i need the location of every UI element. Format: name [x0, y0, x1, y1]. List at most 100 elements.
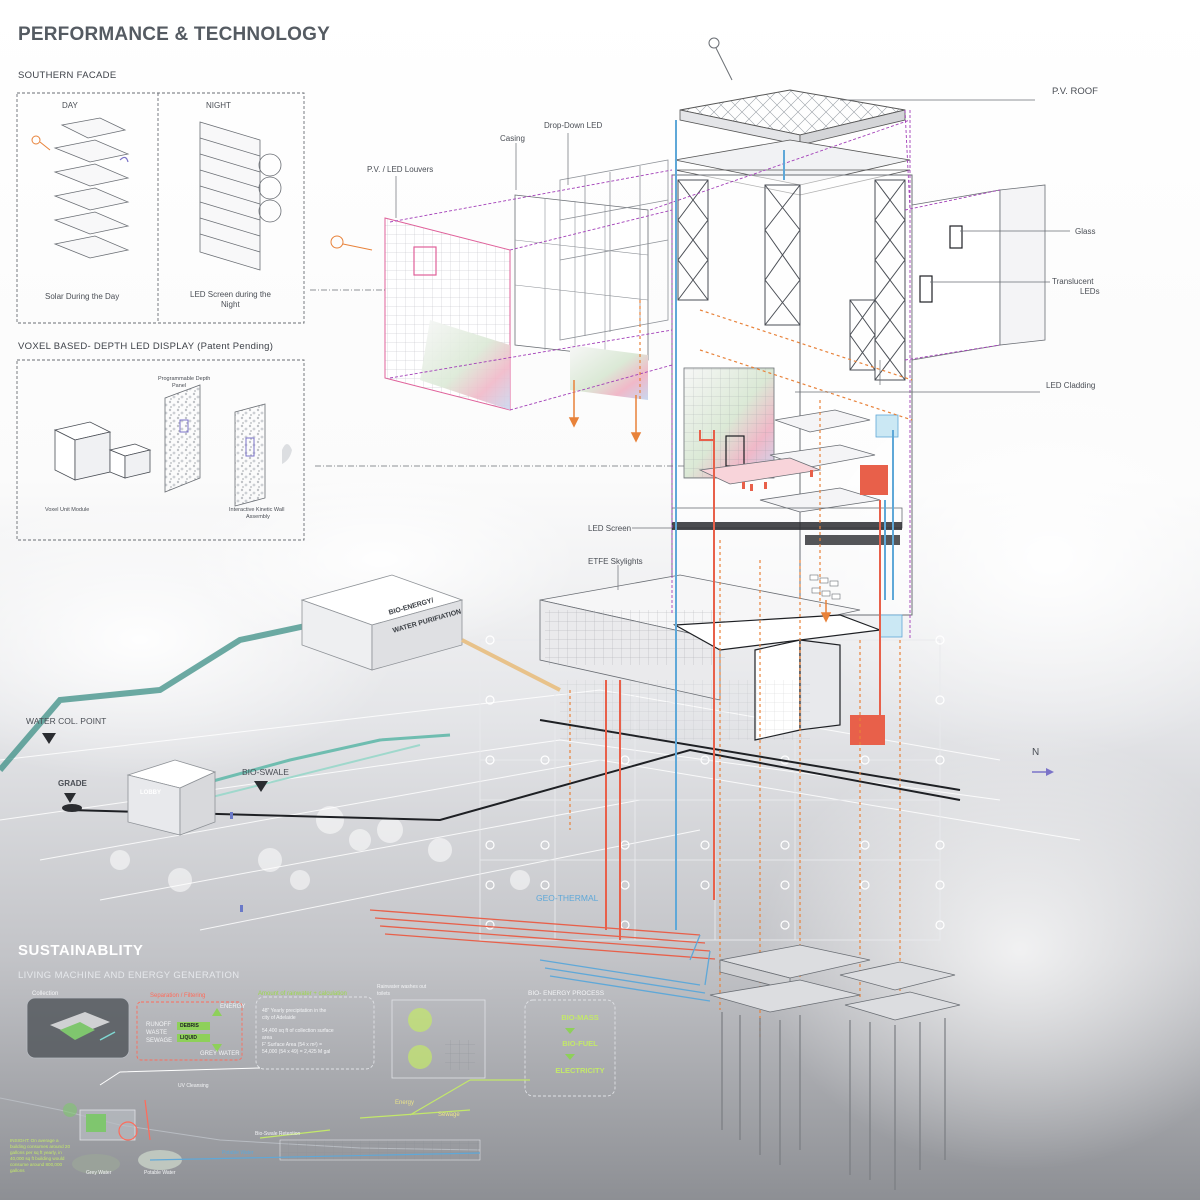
rainwater-title: Amount of rainwater + calculation: [258, 991, 347, 997]
grid-nodes: [485, 635, 945, 930]
separation-label: Separation / Filtering: [150, 993, 206, 999]
facade-box-frame: [16, 92, 305, 324]
rain-line-3: 54,400 sq ft of collection surface: [262, 1028, 334, 1034]
tower: [230, 89, 913, 912]
insight-line-4: 40,000 sq ft building would: [10, 1156, 65, 1161]
bio-energy-panel: [524, 999, 616, 1097]
projection-lines: [389, 109, 1001, 640]
rain-line-2: city of Adelaide: [262, 1015, 296, 1021]
sustainability-title: SUSTAINABLITY: [18, 942, 144, 959]
day-louvers-drawing: [53, 117, 130, 259]
voxel-box-frame: [16, 359, 305, 541]
facade-louver-panel: [384, 217, 511, 411]
kinetic-wall-label-2: Assembly: [246, 514, 270, 520]
separation-panel: [136, 1001, 243, 1061]
grade-line: [69, 748, 961, 822]
led-cladding-label: LED Cladding: [1046, 381, 1096, 390]
energy-label: Energy: [395, 1100, 415, 1106]
geothermal-label: GEO-THERMAL: [536, 893, 599, 903]
rain-line-4: area: [262, 1035, 273, 1041]
collection-label: Collection: [32, 991, 59, 997]
water-col-point-label: WATER COL. POINT: [26, 716, 107, 726]
uv-cleansing-label: UV Cleansing: [178, 1083, 209, 1089]
insight-line-6: gallons: [10, 1168, 25, 1173]
rain-line-6: 54,000 (54 x 49) = 2,425 M gal: [262, 1049, 331, 1055]
lobby-volume: [126, 759, 217, 836]
voxel-unit-label: Voxel Unit Module: [45, 507, 90, 513]
sewage-upper-label: SEWAGE: [146, 1038, 173, 1044]
southern-facade-title: SOUTHERN FACADE: [18, 70, 117, 81]
site-trees: [110, 806, 530, 892]
facade-east-panel: [911, 184, 1046, 361]
glass-label: Glass: [1075, 227, 1096, 236]
kinetic-wall-drawing: [234, 403, 292, 507]
insight-note: INSIGHT: On average a building consumes …: [10, 1138, 70, 1174]
rotate-icon: [119, 156, 129, 163]
collection-panel: [26, 997, 130, 1059]
rain-line-5: F' Surface Area (54 x m²) =: [262, 1042, 323, 1048]
day-caption: Solar During the Day: [45, 292, 120, 301]
bio-swale-retention-label: Bio-Swale Retention: [255, 1131, 301, 1137]
foundations: [709, 944, 961, 1190]
grey-water-label: Grey Water: [86, 1170, 112, 1176]
etfe-skylights-label: ETFE Skylights: [588, 557, 643, 566]
insight-line-5: consume around 800,000: [10, 1162, 63, 1167]
bio-swale-label: BIO-SWALE: [242, 767, 289, 777]
depth-panel-drawing: [164, 384, 201, 493]
insight-line-1: INSIGHT: On average a: [10, 1138, 59, 1143]
living-machine-section: [0, 1067, 530, 1174]
sewage-label: Sewage: [438, 1112, 460, 1118]
swale-markers: [42, 733, 268, 812]
page-title: PERFORMANCE & TECHNOLOGY: [18, 24, 330, 45]
waste-label: WASTE: [146, 1030, 168, 1036]
night-caption-1: LED Screen during the: [190, 290, 271, 299]
lobby-label: LOBBY: [140, 790, 161, 796]
casing-label: Casing: [500, 134, 525, 143]
north-arrow-icon: [1032, 768, 1054, 776]
callout-circles: [330, 37, 733, 251]
swale-stream: [0, 622, 451, 801]
bio-fuel-step: BIO-FUEL: [562, 1039, 598, 1048]
drop-down-led-label: Drop-Down LED: [544, 121, 603, 130]
grey-water-upper-label: GREY WATER: [200, 1051, 240, 1057]
pv-roof-label: P.V. ROOF: [1052, 86, 1098, 97]
north-label: N: [1032, 747, 1040, 758]
pv-led-louvers-label: P.V. / LED Louvers: [367, 165, 434, 174]
grade-label: GRADE: [58, 779, 87, 788]
bio-mass-step: BIO-MASS: [561, 1013, 599, 1022]
panel-label-1: Programmable Depth: [158, 376, 211, 382]
potable-water-line-label: Potable Water: [222, 1150, 254, 1156]
energy-upper-label: ENERGY: [220, 1004, 246, 1010]
rain-line-1: 48" Yearly precipitation in the: [262, 1008, 327, 1014]
insight-line-3: gallons per sq ft yearly, in: [10, 1150, 62, 1155]
liquid-label: LIQUID: [180, 1035, 197, 1041]
kinetic-wall-label-1: Interactive Kinetic Wall: [229, 507, 285, 513]
night-louvers-drawing: [199, 121, 282, 271]
leader-lines: [395, 99, 1070, 590]
facade-casing-panel: [514, 194, 649, 400]
led-screen-label: LED Screen: [588, 524, 632, 533]
facade-droplead-frame: [559, 159, 669, 341]
sustainability-subtitle: LIVING MACHINE AND ENERGY GENERATION: [18, 970, 240, 981]
rainwater-panel: [255, 996, 375, 1070]
toilets-line-1: Rainwater washes out: [377, 984, 427, 990]
orange-arrows: [568, 380, 832, 623]
night-caption-2: Night: [221, 300, 240, 309]
voxel-unit-drawing: [53, 421, 152, 481]
translucent-label-2: LEDs: [1080, 287, 1100, 296]
electricity-step: ELECTRICITY: [555, 1066, 605, 1075]
toilets-line-2: toilets: [377, 991, 391, 997]
night-label: NIGHT: [206, 101, 231, 110]
water-pipes: [605, 120, 894, 940]
bio-energy-volume: [300, 574, 561, 692]
translucent-label-1: Translucent: [1052, 277, 1094, 286]
toilets-panel: [391, 999, 486, 1079]
runoff-label: RUNOFF: [146, 1022, 171, 1028]
potable-water-label: Potable Water: [144, 1170, 176, 1176]
day-label: DAY: [62, 101, 78, 110]
insight-line-2: building consumes around 20: [10, 1144, 71, 1149]
debris-label: DEBRIS: [180, 1023, 199, 1029]
bio-energy-process-title: BIO- ENERGY PROCESS: [528, 990, 605, 997]
